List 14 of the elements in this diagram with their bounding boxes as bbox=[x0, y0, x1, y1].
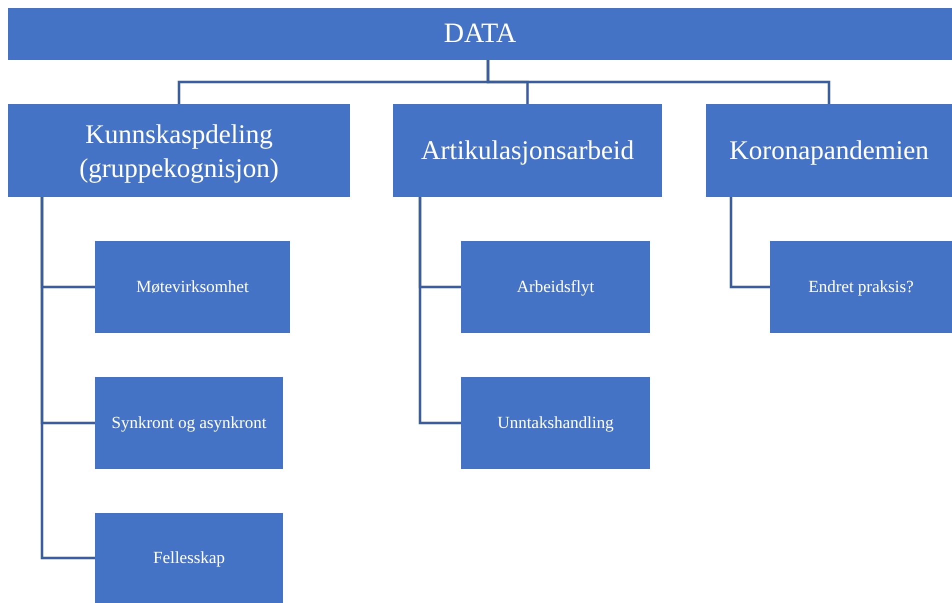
connector-line bbox=[486, 60, 830, 104]
category-box: Kunnskaspdeling (gruppekognisjon) bbox=[8, 104, 350, 197]
category-box: Fellesskap bbox=[95, 513, 283, 603]
category-box: Artikulasjonsarbeid bbox=[393, 104, 662, 197]
connector-line bbox=[40, 197, 95, 560]
category-box: DATA bbox=[8, 8, 952, 60]
category-box: Arbeidsflyt bbox=[461, 241, 650, 333]
category-box: Koronapandemien bbox=[706, 104, 952, 197]
category-box: Møtevirksomhet bbox=[95, 241, 290, 333]
connector-line bbox=[730, 197, 770, 288]
category-box: Endret praksis? bbox=[770, 241, 952, 333]
category-box: Unntakshandling bbox=[461, 377, 650, 469]
connector-line bbox=[418, 197, 461, 424]
category-box: Synkront og asynkront bbox=[95, 377, 283, 469]
